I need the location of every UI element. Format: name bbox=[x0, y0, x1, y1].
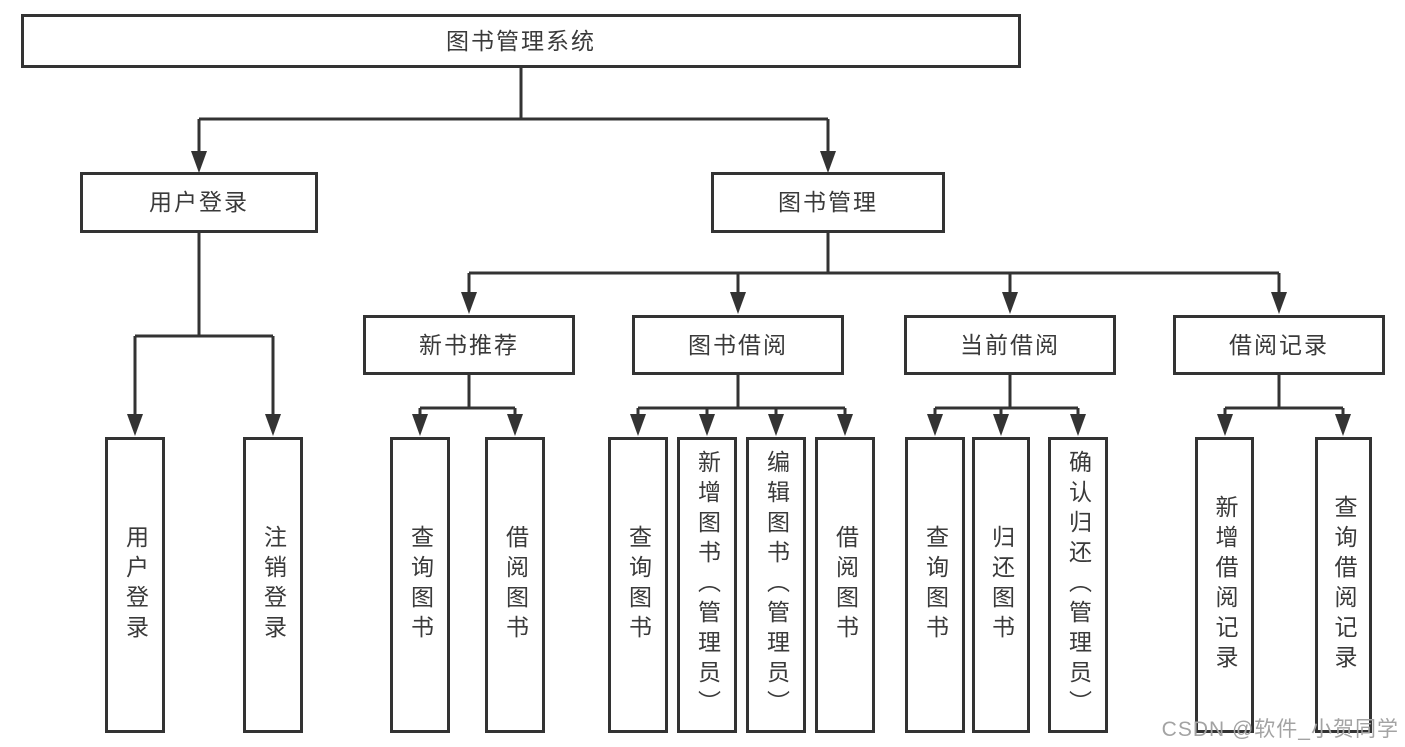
node-label: 图书管理 bbox=[778, 189, 878, 215]
node-label: 新增借阅记录 bbox=[1212, 495, 1238, 675]
node-label: 新增图书（管理员） bbox=[694, 450, 721, 720]
node-label: 确认归还（管理员） bbox=[1065, 450, 1092, 720]
node-label: 编辑图书（管理员） bbox=[763, 450, 790, 720]
leaf-query-borrow-record: 查询借阅记录 bbox=[1315, 437, 1372, 733]
node-label: 新书推荐 bbox=[419, 331, 519, 358]
node-new-book-recommend: 新书推荐 bbox=[363, 315, 575, 375]
node-label: 图书借阅 bbox=[688, 331, 788, 358]
node-label: 借阅记录 bbox=[1229, 331, 1329, 358]
leaf-logout: 注销登录 bbox=[243, 437, 303, 733]
node-label: 归还图书 bbox=[988, 525, 1015, 645]
node-current-borrow: 当前借阅 bbox=[904, 315, 1116, 375]
node-book-management: 图书管理 bbox=[711, 172, 945, 233]
csdn-watermark: CSDN @软件_小贺同学 bbox=[1161, 718, 1399, 741]
node-label: 图书管理系统 bbox=[446, 27, 596, 54]
node-library-management-system: 图书管理系统 bbox=[21, 14, 1021, 68]
node-label: 当前借阅 bbox=[960, 331, 1060, 358]
leaf-borrow-books-2: 借阅图书 bbox=[815, 437, 875, 733]
leaf-edit-books-admin: 编辑图书（管理员） bbox=[746, 437, 806, 733]
leaf-add-borrow-record: 新增借阅记录 bbox=[1195, 437, 1254, 733]
node-user-login: 用户登录 bbox=[80, 172, 318, 233]
connector-user-login-to-leaves bbox=[127, 233, 281, 436]
node-label: 查询图书 bbox=[922, 525, 949, 645]
node-label: 借阅图书 bbox=[832, 525, 859, 645]
node-label: 注销登录 bbox=[260, 525, 287, 645]
leaf-borrow-books-1: 借阅图书 bbox=[485, 437, 545, 733]
node-label: 借阅图书 bbox=[502, 525, 529, 645]
node-label: 用户登录 bbox=[122, 525, 149, 645]
node-label: 用户登录 bbox=[149, 189, 249, 215]
connector-book-management-to-level2 bbox=[461, 233, 1287, 314]
node-label: 查询借阅记录 bbox=[1331, 495, 1357, 675]
leaf-query-books-1: 查询图书 bbox=[390, 437, 450, 733]
connector-current-borrow-to-leaves bbox=[927, 375, 1086, 436]
node-book-borrow: 图书借阅 bbox=[632, 315, 844, 375]
leaf-query-books-3: 查询图书 bbox=[905, 437, 965, 733]
leaf-add-books-admin: 新增图书（管理员） bbox=[677, 437, 737, 733]
connector-book-borrow-to-leaves bbox=[630, 375, 853, 436]
connector-root-to-level1 bbox=[191, 68, 836, 173]
connector-borrow-records-to-leaves bbox=[1217, 375, 1351, 436]
leaf-confirm-return-admin: 确认归还（管理员） bbox=[1048, 437, 1108, 733]
node-borrow-records: 借阅记录 bbox=[1173, 315, 1385, 375]
node-label: 查询图书 bbox=[407, 525, 434, 645]
leaf-user-login: 用户登录 bbox=[105, 437, 165, 733]
leaf-return-books: 归还图书 bbox=[972, 437, 1030, 733]
node-label: 查询图书 bbox=[625, 525, 652, 645]
leaf-query-books-2: 查询图书 bbox=[608, 437, 668, 733]
connector-new-book-recommend-to-leaves bbox=[412, 375, 523, 436]
